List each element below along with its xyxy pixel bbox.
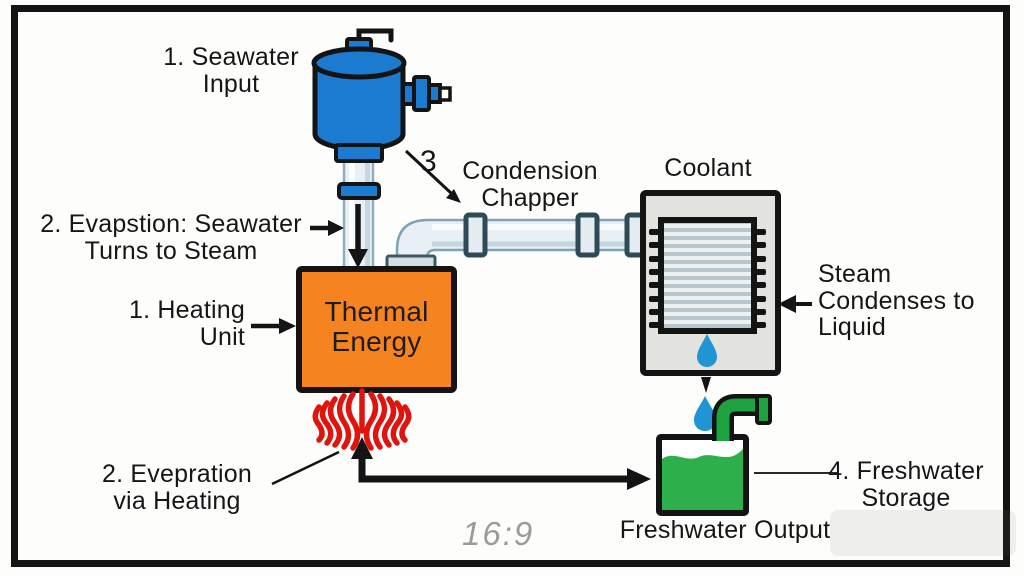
heat-return-arrow	[351, 437, 651, 490]
freshwater-output-label: Freshwater Output	[619, 516, 831, 544]
seawater-input-label: 1. Seawater Input	[163, 43, 299, 98]
evaporation-label-arrow	[310, 220, 344, 236]
steam-pipe	[385, 212, 649, 271]
tank-lid	[311, 46, 407, 80]
condensation-chamber-label: Condension Chapper	[462, 157, 598, 212]
freshwater-inlet-pipe	[712, 394, 772, 441]
condenser-droplet-icon	[697, 334, 717, 367]
falling-droplet-icon	[694, 396, 716, 431]
drip-arrow-icon	[701, 377, 711, 393]
feed-flow-arrow	[348, 204, 368, 268]
tank-outlet-collar	[334, 143, 384, 163]
coolant-label: Coolant	[664, 154, 752, 182]
thermal-energy-label: Thermal Energy	[324, 296, 429, 357]
frame-border	[11, 5, 1010, 567]
watermark-blur	[830, 510, 1016, 556]
freshwater-tank	[656, 394, 772, 516]
steam-condenses-arrow	[778, 295, 812, 313]
step3-arrow	[404, 149, 461, 203]
steam-condenses-label: Steam Condenses to Liquid	[818, 260, 975, 341]
heating-unit-arrow	[251, 318, 296, 334]
thermal-energy-box	[296, 266, 457, 393]
condenser-box	[640, 190, 781, 376]
evaporation-heating-label: 2. Evepration via Heating	[102, 460, 252, 515]
aspect-ratio-text: 16:9	[462, 515, 535, 552]
tank-side-nozzle	[401, 75, 452, 112]
heating-unit-label: 1. Heating Unit	[129, 296, 245, 351]
condenser-fins	[649, 229, 766, 328]
seawater-tank	[311, 28, 452, 163]
freshwater-water	[662, 449, 743, 510]
condenser-coil-panel	[658, 217, 757, 334]
freshwater-storage-label: 4. Freshwater Storage	[828, 457, 984, 512]
flame-lines	[312, 388, 412, 451]
feed-pipe-flange	[337, 182, 381, 200]
evaporation-steam-label: 2. Evapstion: Seawater Turns to Steam	[40, 210, 302, 265]
pipe-flange-1	[463, 212, 488, 258]
step3-label: 3	[420, 145, 437, 178]
pipe-flange-2	[575, 212, 600, 258]
evaporation-heating-pointer-line	[271, 450, 340, 486]
